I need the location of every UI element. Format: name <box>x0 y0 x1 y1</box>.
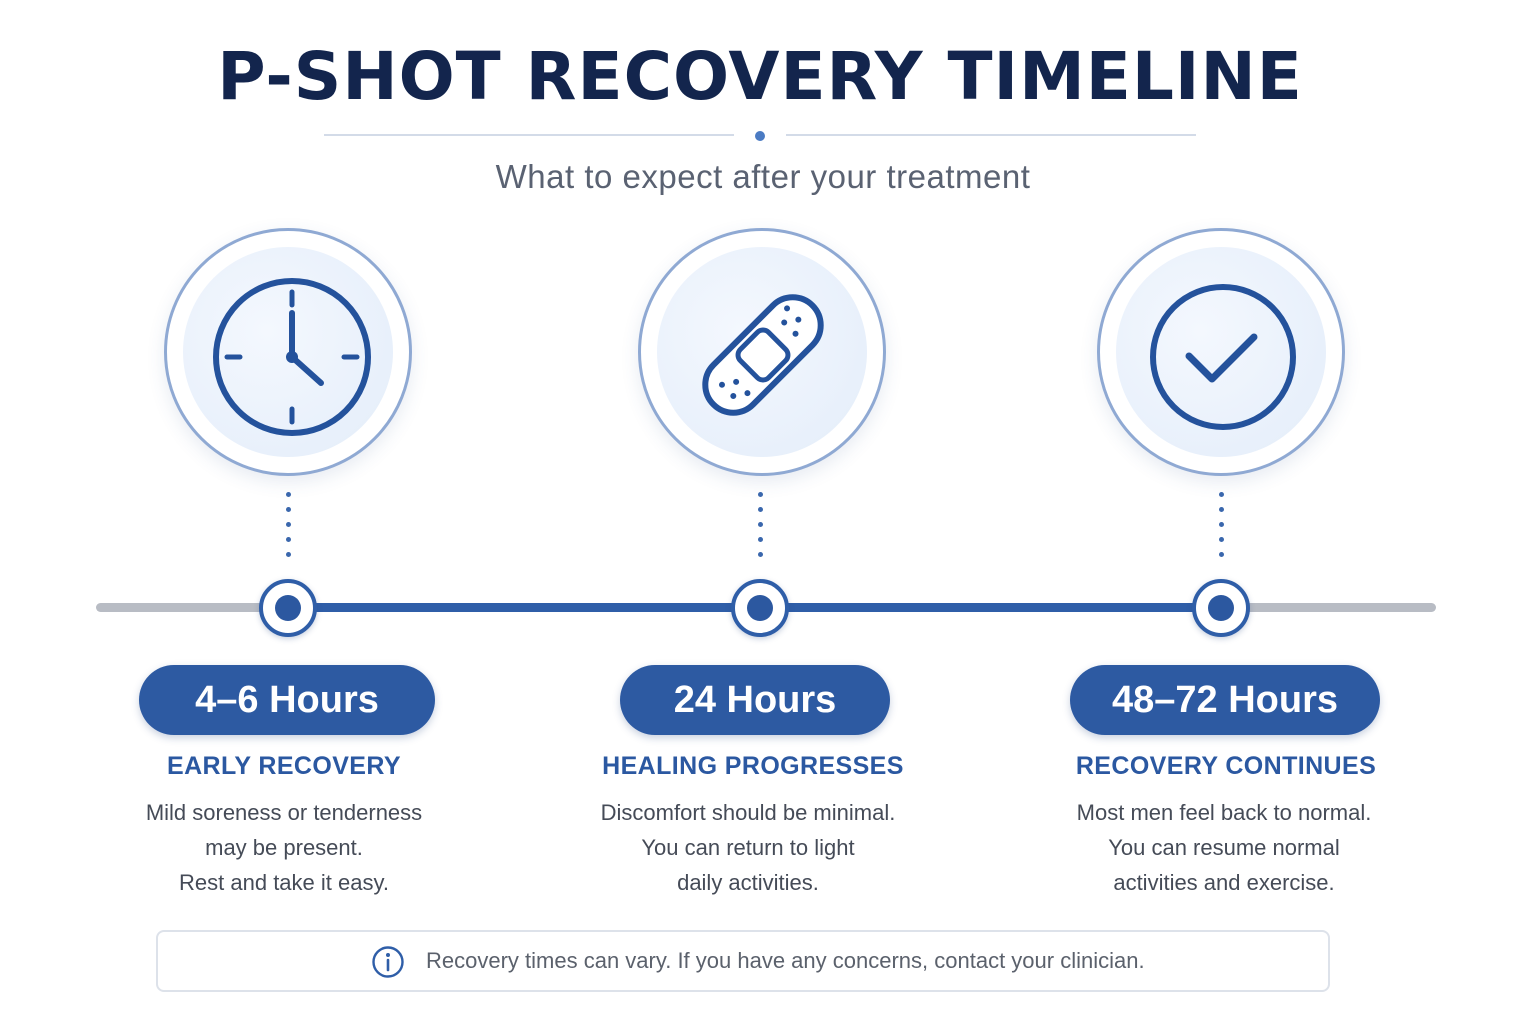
stage-1-phase-title: EARLY RECOVERY <box>167 752 401 780</box>
stage-2-description-line: daily activities. <box>677 870 819 895</box>
stage-2-connector <box>757 492 763 572</box>
stage-3-marker <box>1192 579 1250 637</box>
stage-3-description-line: activities and exercise. <box>1113 870 1335 895</box>
stage-2-description-line: You can return to light <box>641 835 855 860</box>
title-divider-dot <box>755 131 765 141</box>
stage-2-phase-title: HEALING PROGRESSES <box>602 752 904 780</box>
page-title: P-SHOT RECOVERY TIMELINE <box>217 38 1303 115</box>
stage-2-description: Discomfort should be minimal. You can re… <box>538 795 958 900</box>
bandage-icon <box>702 294 824 416</box>
page-subtitle: What to expect after your treatment <box>495 158 1031 195</box>
stage-1-description: Mild soreness or tenderness may be prese… <box>74 795 494 900</box>
stage-2-marker <box>731 579 789 637</box>
stage-1-icon-circle <box>164 228 412 476</box>
stage-3-icon-circle <box>1097 228 1345 476</box>
stage-3-connector <box>1218 492 1224 572</box>
stage-3-phase-title: RECOVERY CONTINUES <box>1075 752 1377 780</box>
stage-3-description-line: You can resume normal <box>1108 835 1340 860</box>
stage-2-icon-circle <box>638 228 886 476</box>
disclaimer-box: Recovery times can vary. If you have any… <box>156 930 1330 992</box>
stage-3-time-pill: 48–72 Hours <box>1070 665 1380 735</box>
stage-2-description-line: Discomfort should be minimal. <box>600 800 896 825</box>
stage-1-description-line: may be present. <box>205 835 363 860</box>
stage-1-time-pill: 4–6 Hours <box>139 665 435 735</box>
clock-icon <box>213 278 371 436</box>
stage-2-time-pill: 24 Hours <box>620 665 890 735</box>
stage-3-description: Most men feel back to normal. You can re… <box>1014 795 1434 900</box>
stage-1-description-line: Rest and take it easy. <box>179 870 389 895</box>
stage-1-marker <box>259 579 317 637</box>
info-icon <box>372 946 404 978</box>
stage-1-description-line: Mild soreness or tenderness <box>145 800 423 825</box>
title-divider-left <box>324 134 734 136</box>
stage-1-connector <box>285 492 291 572</box>
checkmark-icon <box>1150 284 1296 430</box>
disclaimer-text: Recovery times can vary. If you have any… <box>426 948 1145 973</box>
stage-3-description-line: Most men feel back to normal. <box>1076 800 1372 825</box>
title-divider-right <box>786 134 1196 136</box>
